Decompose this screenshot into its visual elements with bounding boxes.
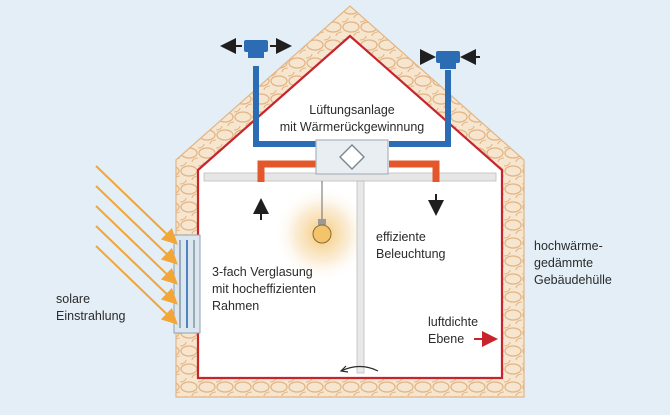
label-lighting: effiziente Beleuchtung xyxy=(376,230,446,261)
door-swing-icon xyxy=(340,365,379,372)
partition-wall xyxy=(356,180,365,374)
bulb-icon xyxy=(312,224,332,244)
label-airtight: luftdichte Ebene xyxy=(428,315,479,346)
solar-arrows xyxy=(95,165,178,325)
label-glazing: 3-fach Verglasung mit hocheffizienten Ra… xyxy=(212,265,316,313)
diamond-icon xyxy=(339,144,365,170)
extract-duct-right xyxy=(389,160,440,182)
supply-duct-right xyxy=(389,70,451,147)
intake-cap-right xyxy=(436,51,460,63)
extract-duct-left xyxy=(257,160,316,182)
outlet-cap-left xyxy=(244,40,268,52)
label-solar: solare Einstrahlung xyxy=(56,292,126,323)
supply-duct xyxy=(253,66,320,147)
label-envelope: hochwärme- gedämmte Gebäudehülle xyxy=(534,239,612,287)
label-ventilation: Lüftungsanlage mit Wärmerückgewinnung xyxy=(279,103,425,134)
